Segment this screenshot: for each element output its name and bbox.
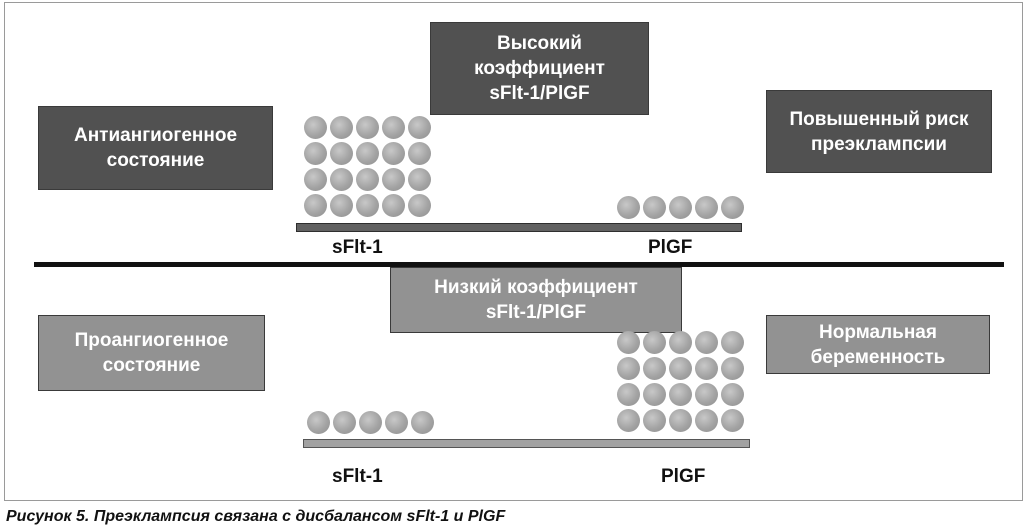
molecule-dot (382, 168, 405, 191)
proangiogenic-line-1: Проангиогенное (74, 330, 229, 351)
molecule-dot (304, 116, 327, 139)
molecule-dot (304, 168, 327, 191)
antiangiogenic-line-1: Антиангиогенное (73, 125, 238, 146)
low-ratio-box: Низкий коэффициент sFlt-1/PlGF (390, 267, 682, 333)
molecule-dot (330, 116, 353, 139)
molecule-dot (411, 411, 434, 434)
increased-risk-box: Повышенный риск преэклампсии (766, 90, 992, 173)
molecule-dot (695, 409, 718, 432)
normal-pregnancy-line-1: Нормальная (819, 321, 937, 343)
molecule-dot (721, 196, 744, 219)
molecule-dot (695, 331, 718, 354)
molecule-dot (617, 196, 640, 219)
molecule-dot (330, 142, 353, 165)
molecule-dot (330, 194, 353, 217)
normal-pregnancy-box: Нормальная беременность (766, 315, 990, 374)
molecule-dot (669, 409, 692, 432)
molecule-dot (669, 383, 692, 406)
molecule-dot (695, 196, 718, 219)
molecule-dot (643, 383, 666, 406)
bottom-sflt-label: sFlt-1 (332, 466, 383, 487)
molecule-dot (721, 383, 744, 406)
molecule-dot (382, 194, 405, 217)
molecule-dot (356, 142, 379, 165)
molecule-dot (721, 409, 744, 432)
molecule-dot (382, 116, 405, 139)
increased-risk-line-1: Повышенный риск (789, 108, 969, 130)
molecule-dot (356, 168, 379, 191)
molecule-dot (408, 142, 431, 165)
bottom-plgf-label: PlGF (661, 466, 706, 487)
figure-caption: Рисунок 5. Преэклампсия связана с дисбал… (6, 508, 506, 525)
molecule-dot (695, 383, 718, 406)
molecule-dot (307, 411, 330, 434)
molecule-dot (408, 116, 431, 139)
molecule-dot (408, 168, 431, 191)
proangiogenic-state-box: Проангиогенное состояние (38, 315, 265, 391)
top-plgf-label: PlGF (648, 237, 693, 258)
molecule-dot (356, 116, 379, 139)
top-balance-bar (296, 223, 742, 232)
molecule-dot (643, 196, 666, 219)
molecule-dot (617, 331, 640, 354)
section-divider (34, 262, 1004, 267)
increased-risk-line-2: преэклампсии (811, 133, 947, 155)
top-sflt-label: sFlt-1 (332, 237, 383, 258)
high-ratio-line-1: Высокий (497, 33, 582, 54)
molecule-dot (333, 411, 356, 434)
antiangiogenic-state-box: Антиангиогенное состояние (38, 106, 273, 190)
molecule-dot (721, 331, 744, 354)
molecule-dot (385, 411, 408, 434)
molecule-dot (359, 411, 382, 434)
molecule-dot (669, 331, 692, 354)
molecule-dot (643, 409, 666, 432)
low-ratio-line-1: Низкий коэффициент (434, 277, 638, 298)
proangiogenic-line-2: состояние (102, 355, 201, 376)
molecule-dot (330, 168, 353, 191)
molecule-dot (643, 331, 666, 354)
molecule-dot (304, 142, 327, 165)
molecule-dot (304, 194, 327, 217)
molecule-dot (617, 357, 640, 380)
low-ratio-line-2: sFlt-1/PlGF (485, 302, 587, 323)
high-ratio-line-3: sFlt-1/PlGF (489, 83, 590, 104)
molecule-dot (408, 194, 431, 217)
molecule-dot (669, 196, 692, 219)
molecule-dot (669, 357, 692, 380)
molecule-dot (721, 357, 744, 380)
antiangiogenic-line-2: состояние (106, 150, 205, 171)
molecule-dot (643, 357, 666, 380)
molecule-dot (617, 409, 640, 432)
molecule-dot (382, 142, 405, 165)
high-ratio-box: Высокий коэффициент sFlt-1/PlGF (430, 22, 649, 115)
molecule-dot (617, 383, 640, 406)
normal-pregnancy-line-2: беременность (810, 346, 946, 368)
molecule-dot (695, 357, 718, 380)
bottom-balance-bar (303, 439, 750, 448)
molecule-dot (356, 194, 379, 217)
high-ratio-line-2: коэффициент (474, 58, 605, 79)
